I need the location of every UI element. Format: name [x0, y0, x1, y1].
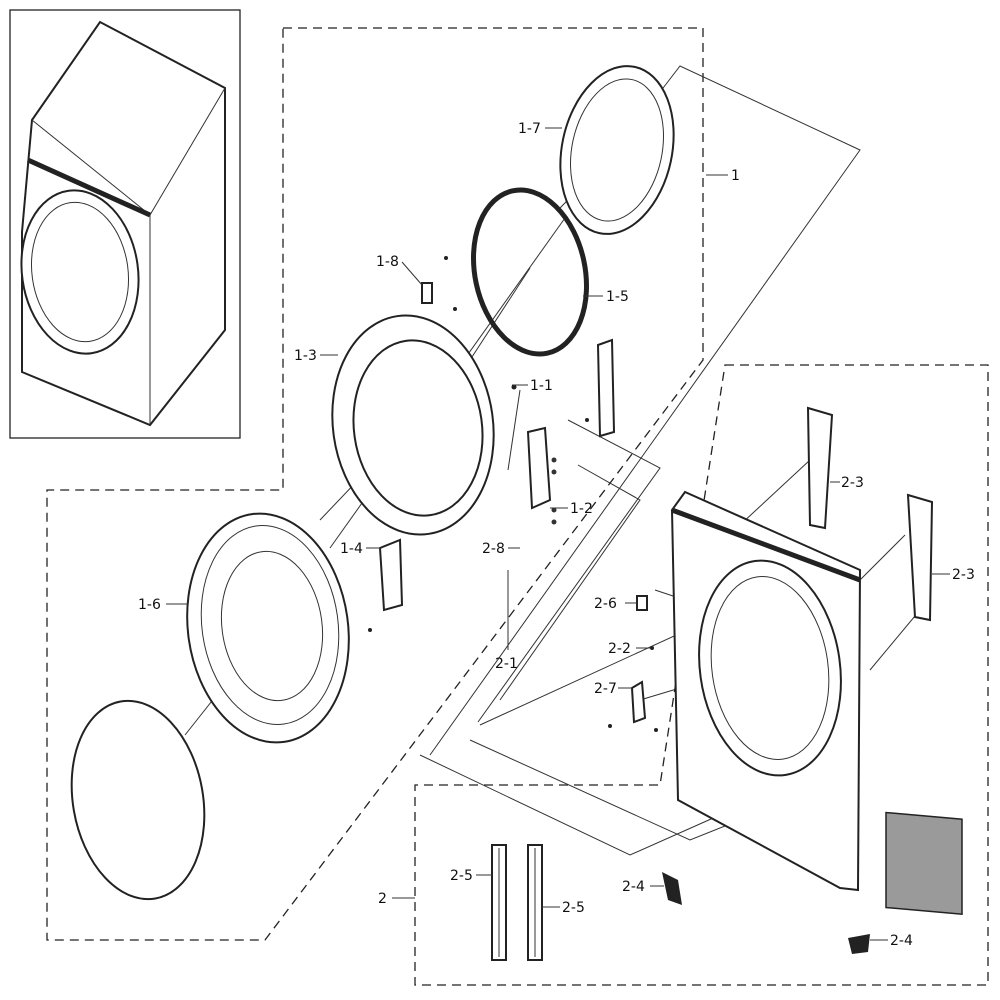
callout-2-5-left: 2-5 [450, 868, 473, 884]
callout-2-2: 2-2 [608, 641, 631, 657]
callout-labels: 1-7 1 1-8 1-5 1-3 1-1 1-2 1-4 2-8 1-6 2-… [138, 121, 975, 949]
part-label-sheet [885, 811, 963, 915]
callout-2-6: 2-6 [594, 596, 617, 612]
callout-2-4-upper: 2-4 [622, 879, 645, 895]
callout-1-1: 1-1 [530, 378, 553, 394]
part-door-latch-bracket [585, 338, 616, 438]
callout-1-5: 1-5 [606, 289, 629, 305]
callout-1-6: 1-6 [138, 597, 161, 613]
callout-1-3: 1-3 [294, 348, 317, 364]
part-door-glass-inner [70, 699, 206, 901]
part-1-5-door-gasket [471, 187, 589, 357]
callout-1-7: 1-7 [518, 121, 541, 137]
callout-2-3-upper: 2-3 [841, 475, 864, 491]
callout-2-4-lower: 2-4 [890, 933, 913, 949]
callout-2: 2 [378, 891, 387, 907]
part-1-7-door-glass-outer [559, 65, 675, 235]
part-2-7-latch [608, 680, 658, 732]
callout-1-4: 1-4 [340, 541, 363, 557]
callout-2-5-right: 2-5 [562, 900, 585, 916]
callout-2-3-lower: 2-3 [952, 567, 975, 583]
callout-1-2: 1-2 [570, 501, 593, 517]
callout-2-8: 2-8 [482, 541, 505, 557]
part-1-4-hinge [368, 538, 404, 632]
part-2-4-foot-upper [662, 872, 682, 905]
part-2-8-hinge-plate [526, 426, 557, 525]
part-2-3-bracket-lower [906, 493, 934, 622]
callout-2-1: 2-1 [495, 656, 518, 672]
part-1-8-screw [421, 256, 457, 311]
part-2-6-clip [636, 595, 648, 611]
callout-1-8: 1-8 [376, 254, 399, 270]
part-1-6-door-ring [186, 512, 350, 744]
part-2-2-screw [650, 646, 654, 650]
group-2-boundary [414, 364, 989, 986]
inset-assembled-view [9, 9, 241, 439]
leader-lines [166, 127, 950, 941]
callout-2-7: 2-7 [594, 681, 617, 697]
part-front-panel [670, 490, 862, 892]
callout-1: 1 [731, 168, 740, 184]
part-2-3-bracket-upper [806, 406, 834, 530]
part-2-5-strip-left [491, 844, 507, 961]
part-1-3-door-frame [331, 314, 517, 536]
group-1-boundary [46, 27, 704, 941]
part-2-5-strip-right [527, 844, 543, 961]
part-2-4-foot-lower [848, 934, 870, 954]
